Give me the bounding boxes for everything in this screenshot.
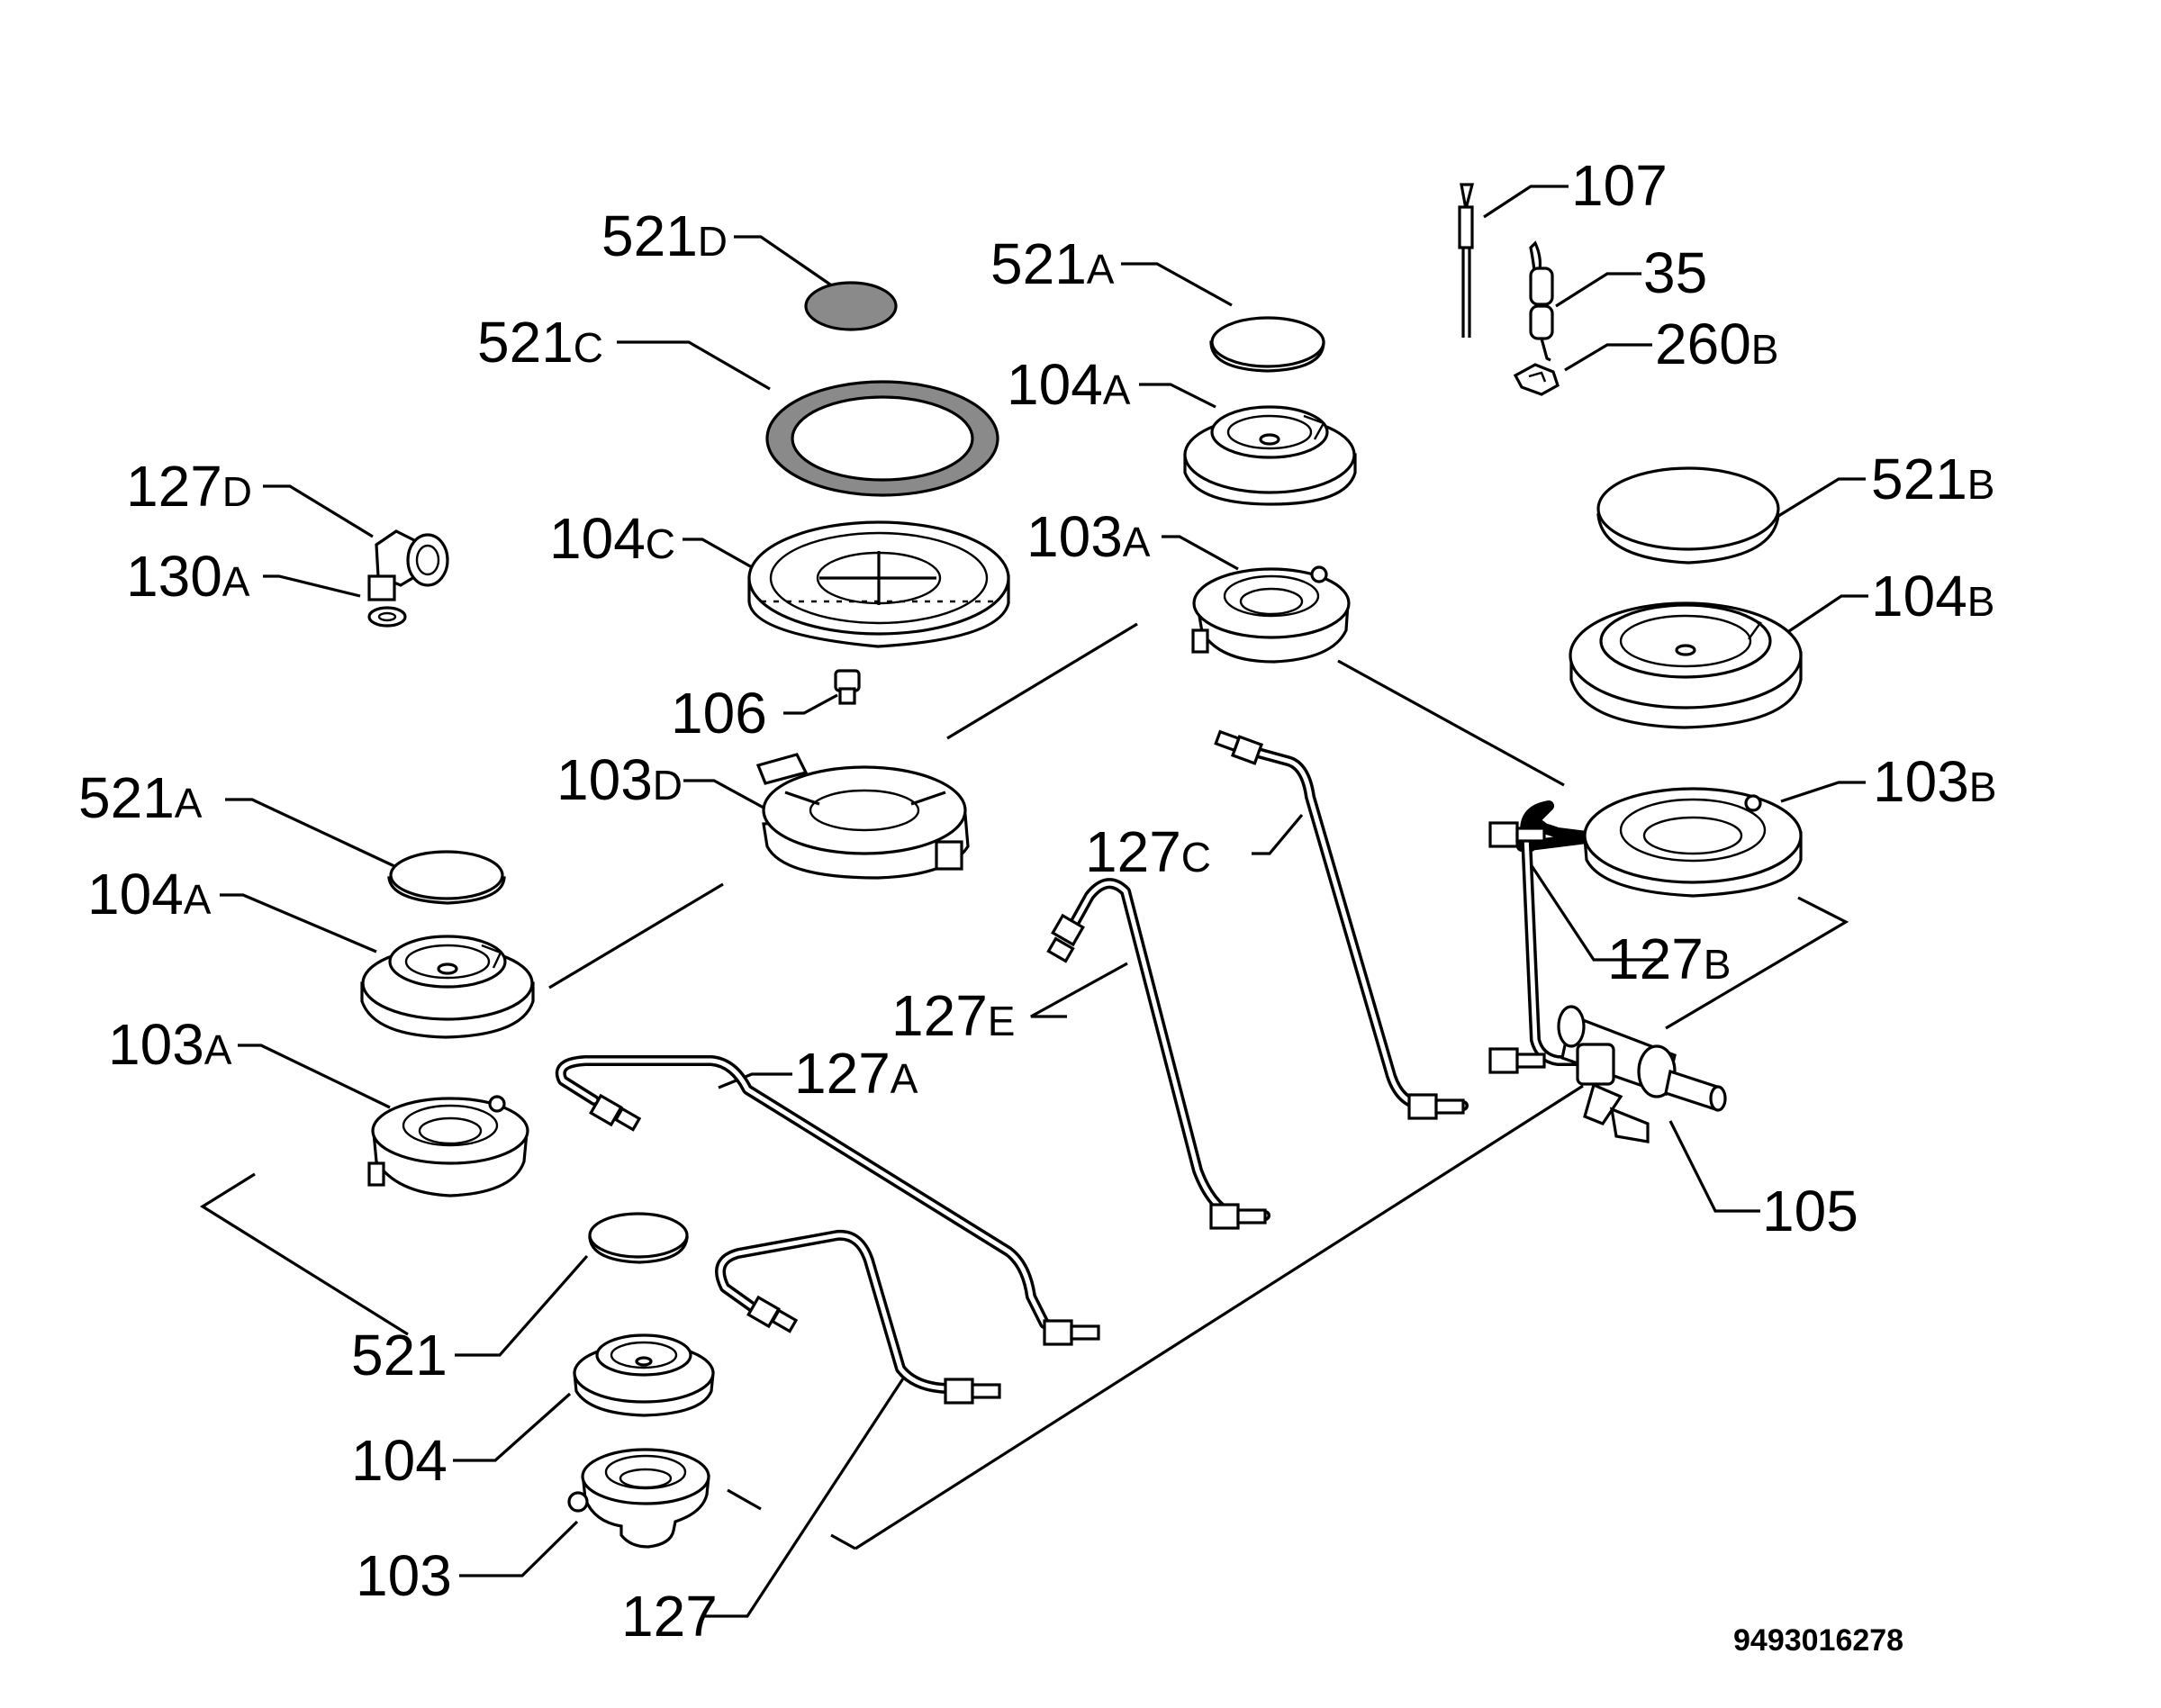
pipe-127 [715,1229,987,1396]
leader-lines [220,185,1868,1618]
part-104a-top [1183,405,1357,506]
part-105 [1557,1005,1727,1143]
label-106: 106 [671,681,767,746]
label-127a: 127A [794,1041,918,1106]
label-103b: 103B [1873,749,1996,814]
label-260b: 260B [1655,312,1778,376]
gas-pipes [555,729,1599,1405]
label-521b: 521B [1871,447,1994,511]
part-104a-left [360,935,535,1039]
part-104b [1569,601,1803,729]
label-103d: 103D [556,747,683,812]
label-103a-left: 103A [108,1012,232,1077]
part-107 [1458,183,1475,338]
document-number: 9493016278 [1733,1623,1903,1658]
part-103a-left [367,1095,529,1197]
part-521a-top [1209,316,1325,373]
parts [360,183,1803,1549]
label-107: 107 [1571,153,1668,218]
label-521d: 521D [601,203,728,268]
part-103 [567,1448,710,1549]
label-103: 103 [356,1543,452,1608]
part-103a-top [1191,565,1351,664]
label-103a-top: 103A [1026,504,1151,569]
part-521a-left [387,850,506,905]
part-127d [367,529,449,601]
pipe-127c [1233,742,1469,1111]
part-521 [588,1212,689,1264]
label-521a-left: 521A [78,765,203,830]
label-127c: 127C [1085,819,1211,884]
part-521b [1596,466,1780,565]
pipe-127e [1062,878,1270,1221]
label-127e: 127E [891,983,1015,1048]
label-104c: 104C [549,506,675,571]
part-103d [755,753,970,880]
label-105: 105 [1762,1179,1858,1243]
label-104a-left: 104A [87,862,212,926]
part-260b [1513,363,1560,396]
label-127: 127 [621,1584,718,1649]
pipe-127a [555,1055,1077,1338]
part-521c [765,380,999,497]
label-104b: 104B [1871,564,1994,628]
label-104: 104 [351,1428,448,1493]
part-35 [1529,240,1554,362]
part-104c [747,520,1010,648]
label-127b: 127B [1607,926,1731,991]
label-104a-top: 104A [1007,352,1131,417]
part-103b [1583,787,1803,898]
part-130a [367,606,407,628]
part-labels: 107 35 260B 521D 521C 521A 104A 127D 130… [78,153,1996,1658]
pipe-fittings [589,729,1546,1405]
part-104 [573,1333,715,1417]
label-521c: 521C [477,310,603,375]
label-130a: 130A [126,544,250,609]
part-521d [804,281,898,331]
label-521: 521 [351,1323,448,1387]
assembly-guide-lines [199,622,1849,1550]
label-127d: 127D [126,454,252,519]
label-521a-top: 521A [990,231,1115,296]
label-35: 35 [1643,240,1707,305]
part-106 [834,669,861,705]
